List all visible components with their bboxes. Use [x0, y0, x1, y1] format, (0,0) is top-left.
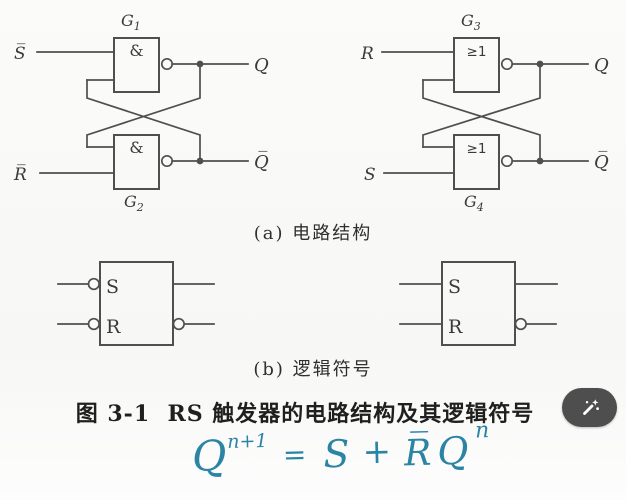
symbol-s-label: S	[448, 276, 461, 298]
formula-r-bar-term: R̅	[403, 432, 432, 475]
nor-rs-circuit: ≥1 G3 ≥1 G4	[360, 11, 609, 214]
gate-g1-symbol: &	[129, 41, 143, 60]
junction-dot	[536, 157, 544, 165]
formula-q-next: Q	[191, 430, 228, 481]
gate-g3: ≥1 G3	[453, 11, 514, 93]
symbol-r-label: R	[106, 316, 121, 338]
figure-3-1-diagram: & G1 & G2	[13, 11, 609, 346]
caption-logic-symbol: (b) 逻辑符号	[253, 359, 373, 380]
gate-g1: & G1	[113, 11, 174, 93]
nand-rs-circuit: & G1 & G2	[13, 11, 269, 214]
junction-dot	[196, 60, 204, 68]
gate-g2-symbol: &	[129, 138, 143, 157]
inverter-bubble	[500, 57, 514, 71]
input-label-r: R	[360, 44, 374, 64]
gate-g3-label: G3	[461, 11, 481, 33]
output-label-q: Q	[254, 55, 269, 76]
output-label-q: Q	[594, 55, 609, 76]
nand-circuit-wires	[36, 51, 249, 174]
handwritten-formula: Q n+1 = S + R̅ Q n	[191, 418, 489, 481]
formula-equals: =	[282, 437, 307, 472]
gate-g2-label: G2	[124, 192, 144, 214]
gate-g3-symbol: ≥1	[467, 44, 487, 60]
formula-s-term: S	[322, 431, 351, 477]
gate-g4-symbol: ≥1	[467, 141, 487, 157]
symbol-s-label: S	[106, 276, 119, 298]
input-label-s: S	[364, 165, 376, 185]
inverter-bubble	[500, 154, 514, 168]
input-label-r-bar: R̅	[13, 164, 27, 185]
inverter-bubble	[160, 154, 174, 168]
formula-plus: +	[362, 431, 392, 473]
input-bubble	[87, 277, 100, 291]
output-bubble	[514, 317, 527, 331]
input-label-s-bar: S̅	[14, 43, 26, 64]
junction-dot	[536, 60, 544, 68]
gate-g4-label: G4	[464, 192, 484, 214]
output-bubble	[172, 317, 185, 331]
gate-g2: & G2	[113, 134, 174, 214]
caption-circuit-structure: (a) 电路结构	[253, 223, 373, 244]
logic-symbol-active-low: S R	[57, 261, 215, 346]
formula-sup-n: n	[474, 418, 490, 444]
magic-wand-icon	[582, 398, 599, 415]
output-label-q-bar: Q̅	[254, 151, 269, 173]
gate-g1-label: G1	[121, 11, 141, 33]
logic-symbol-active-high: S R	[399, 261, 558, 346]
inverter-bubble	[160, 57, 174, 71]
nor-circuit-wires	[381, 51, 589, 174]
junction-dot	[196, 157, 204, 165]
figure-caption: 图 3-1 RS 触发器的电路结构及其逻辑符号	[75, 401, 535, 427]
formula-sup-n-plus-1: n+1	[226, 429, 268, 453]
magic-edit-button[interactable]	[562, 388, 617, 427]
symbol-r-label: R	[448, 316, 463, 338]
output-label-q-bar: Q̅	[594, 151, 609, 173]
formula-q-term: Q	[436, 428, 470, 474]
gate-g4: ≥1 G4	[453, 134, 514, 214]
input-bubble	[87, 317, 100, 331]
